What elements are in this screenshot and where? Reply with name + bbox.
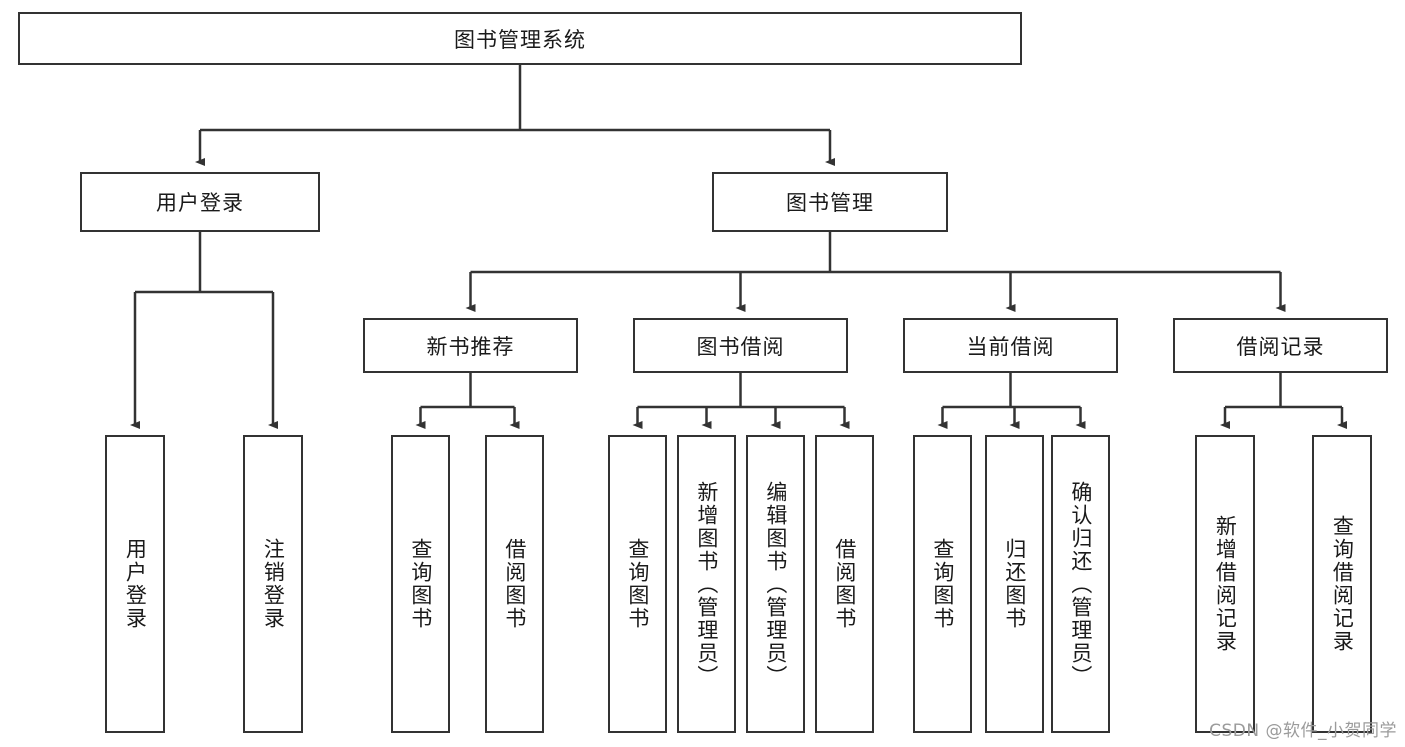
node-label: 编辑图书（管理员） xyxy=(763,480,788,688)
node-label: 图书借阅 xyxy=(696,334,785,359)
node-label: 查询图书 xyxy=(930,538,955,630)
node-label: 借阅记录 xyxy=(1236,334,1325,359)
node-leaf-bb-edit[interactable]: 编辑图书（管理员） xyxy=(746,435,805,733)
node-label: 借阅图书 xyxy=(502,538,527,630)
node-label: 图书管理 xyxy=(786,191,874,215)
node-label: 新书推荐 xyxy=(426,334,515,359)
node-label: 新增图书（管理员） xyxy=(694,480,719,688)
node-label: 归还图书 xyxy=(1002,538,1027,630)
node-borrow-record[interactable]: 借阅记录 xyxy=(1173,318,1388,373)
node-label: 查询图书 xyxy=(625,538,650,630)
node-label: 确认归还（管理员） xyxy=(1068,480,1093,688)
node-leaf-cb-query[interactable]: 查询图书 xyxy=(913,435,972,733)
node-label: 查询借阅记录 xyxy=(1330,515,1355,653)
node-book-borrow[interactable]: 图书借阅 xyxy=(633,318,848,373)
node-leaf-nb-query[interactable]: 查询图书 xyxy=(391,435,450,733)
node-leaf-bb-add[interactable]: 新增图书（管理员） xyxy=(677,435,736,733)
node-leaf-bb-query[interactable]: 查询图书 xyxy=(608,435,667,733)
node-leaf-cb-return[interactable]: 归还图书 xyxy=(985,435,1044,733)
node-leaf-cb-confirm[interactable]: 确认归还（管理员） xyxy=(1051,435,1110,733)
node-new-book-rec[interactable]: 新书推荐 xyxy=(363,318,578,373)
node-label: 新增借阅记录 xyxy=(1213,515,1238,653)
node-leaf-bb-borrow[interactable]: 借阅图书 xyxy=(815,435,874,733)
node-leaf-br-add[interactable]: 新增借阅记录 xyxy=(1195,435,1255,733)
node-label: 用户登录 xyxy=(123,538,148,630)
node-label: 当前借阅 xyxy=(966,334,1055,359)
node-user-login[interactable]: 用户登录 xyxy=(80,172,320,232)
node-label: 查询图书 xyxy=(408,538,433,630)
node-leaf-nb-borrow[interactable]: 借阅图书 xyxy=(485,435,544,733)
node-current-borrow[interactable]: 当前借阅 xyxy=(903,318,1118,373)
node-label: 用户登录 xyxy=(156,191,244,215)
node-leaf-logout[interactable]: 注销登录 xyxy=(243,435,303,733)
node-label: 借阅图书 xyxy=(832,538,857,630)
node-label: 图书管理系统 xyxy=(454,27,586,52)
node-book-manage[interactable]: 图书管理 xyxy=(712,172,948,232)
node-label: 注销登录 xyxy=(261,538,286,630)
node-root[interactable]: 图书管理系统 xyxy=(18,12,1022,65)
node-leaf-user-login[interactable]: 用户登录 xyxy=(105,435,165,733)
node-leaf-br-query[interactable]: 查询借阅记录 xyxy=(1312,435,1372,733)
